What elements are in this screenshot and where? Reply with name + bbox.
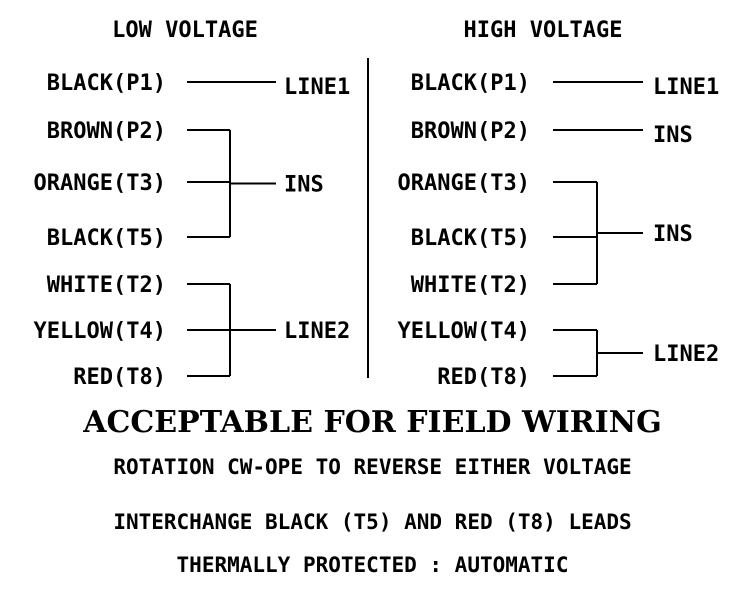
low-lead-6: RED(T8) [73,365,166,390]
low-terminal-1: INS [284,173,324,198]
high-lead-0: BLACK(P1) [411,71,530,96]
low-lead-2: ORANGE(T3) [34,171,166,196]
high-lead-5: YELLOW(T4) [398,319,530,344]
low-lead-5: YELLOW(T4) [34,319,166,344]
high-terminal-0: LINE1 [653,75,719,100]
low-lead-0: BLACK(P1) [47,71,166,96]
high-lead-2: ORANGE(T3) [398,171,530,196]
low-voltage-header: LOW VOLTAGE [112,18,258,43]
high-lead-6: RED(T8) [437,365,530,390]
acceptable-field-wiring-title: ACCEPTABLE FOR FIELD WIRING [83,405,662,440]
high-lead-4: WHITE(T2) [411,273,530,298]
rotation-note: ROTATION CW-OPE TO REVERSE EITHER VOLTAG… [113,455,632,479]
high-terminal-1: INS [653,123,693,148]
interchange-note: INTERCHANGE BLACK (T5) AND RED (T8) LEAD… [113,510,632,534]
high-voltage-header: HIGH VOLTAGE [464,18,623,43]
high-lead-1: BROWN(P2) [411,119,530,144]
low-lead-4: WHITE(T2) [47,273,166,298]
high-lead-3: BLACK(T5) [411,226,530,251]
low-lead-3: BLACK(T5) [47,226,166,251]
high-terminal-2: INS [653,222,693,247]
low-lead-1: BROWN(P2) [47,119,166,144]
low-terminal-0: LINE1 [284,75,350,100]
thermal-protection-note: THERMALLY PROTECTED : AUTOMATIC [176,553,569,577]
low-terminal-2: LINE2 [284,319,350,344]
high-terminal-3: LINE2 [653,342,719,367]
